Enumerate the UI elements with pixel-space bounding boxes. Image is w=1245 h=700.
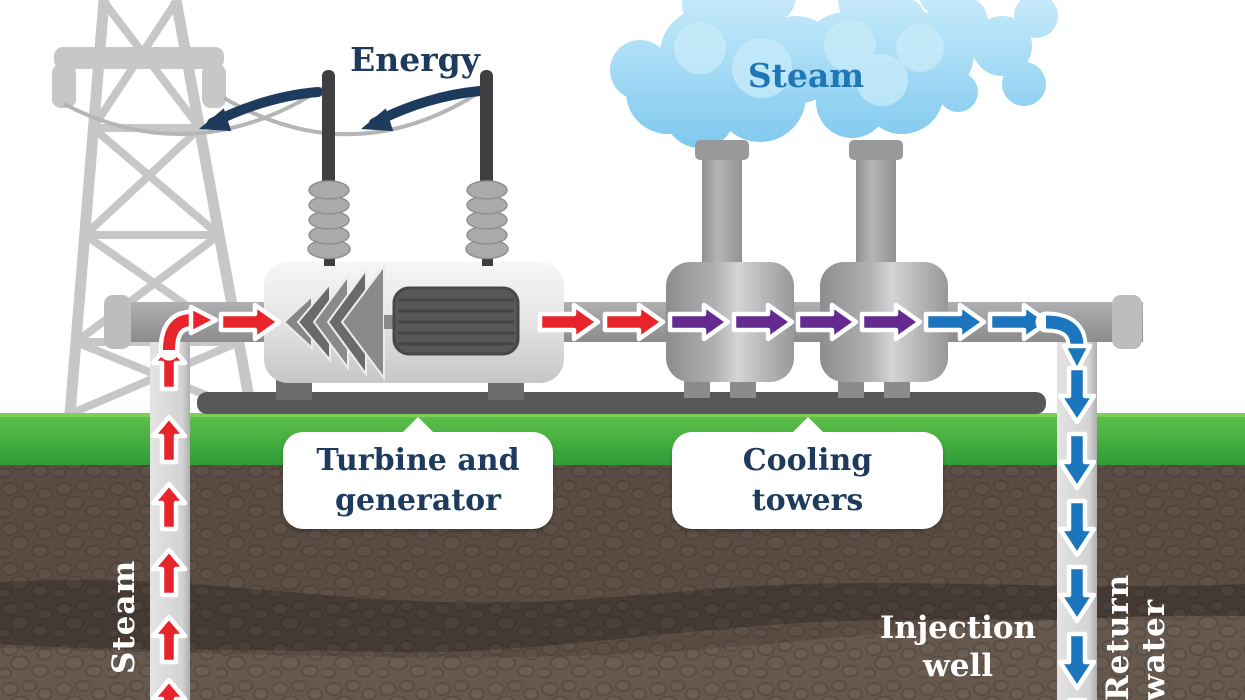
callout-line: Turbine and [316,442,520,478]
callout-line: Cooling [742,442,873,478]
turbine-generator-icon [264,262,564,400]
callout-line: towers [751,482,864,518]
cooling-tower-2-icon [820,140,948,398]
steam-cloud-label: Steam [747,56,865,95]
cooling-towers-callout: Cooling towers [672,417,943,529]
cooling-tower-1-icon [666,140,794,398]
transformer-bushings-icon [307,70,509,266]
injection-well-label: Injection well [866,610,1050,686]
label-line: well [923,647,993,684]
energy-label: Energy [350,40,480,79]
return-water-label: Return water [1100,573,1172,700]
power-lines-icon [63,84,491,137]
production-well-label: Steam [106,559,142,674]
pipe-right-cap [1112,295,1142,349]
energy-arrows-icon [199,86,485,132]
ground [0,413,1245,700]
turbine-blades-icon [282,263,385,381]
turbine-generator-callout: Turbine and generator [283,417,553,529]
flow-arrows [153,305,1094,700]
plant-platform [197,392,1046,414]
label-line: Injection [879,610,1037,646]
pole-right-icon [480,70,493,195]
steam-cloud-icon [610,0,1058,148]
insulator-right-icon [202,64,226,108]
pipe-left-cap [104,295,131,349]
grass-strip [0,413,1245,467]
callout-line: generator [335,482,501,518]
pole-left-icon [322,70,335,195]
insulator-left-icon [52,64,76,108]
